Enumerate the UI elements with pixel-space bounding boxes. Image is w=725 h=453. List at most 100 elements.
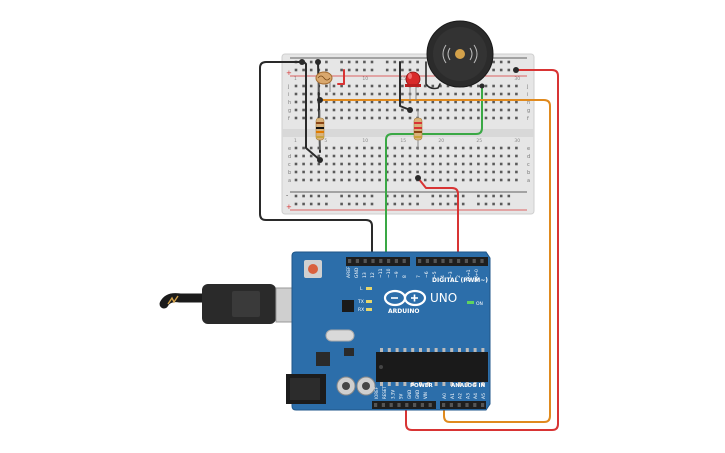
- breadboard-hole: [439, 170, 442, 174]
- breadboard-hole: [431, 84, 435, 88]
- breadboard-hole: [332, 100, 336, 104]
- wire-green-pin13: [385, 85, 483, 263]
- rail-hole: [309, 68, 313, 72]
- header-pin: [428, 403, 432, 407]
- rail-hole: [340, 60, 343, 64]
- breadboard-hole: [484, 146, 488, 150]
- breadboard-hole: [439, 100, 442, 104]
- breadboard-hole: [363, 116, 366, 120]
- rail-hole: [294, 202, 298, 206]
- breadboard-hole: [340, 170, 343, 174]
- breadboard-hole: [492, 100, 495, 104]
- rail-hole: [507, 60, 511, 64]
- breadboard-hole: [370, 84, 374, 88]
- reset-button-cap[interactable]: [308, 264, 318, 274]
- rail-hole: [363, 60, 366, 64]
- row-letter: c: [288, 162, 291, 168]
- breadboard-hole: [302, 108, 305, 112]
- breadboard-hole: [401, 154, 404, 158]
- breadboard-hole: [461, 92, 465, 96]
- rail-hole: [294, 68, 298, 72]
- rail-hole: [484, 194, 488, 198]
- breadboard-hole: [477, 100, 480, 104]
- header-pin: [405, 403, 409, 407]
- rail-hole: [439, 194, 442, 198]
- breadboard-hole: [439, 146, 442, 150]
- rail-hole: [317, 194, 321, 198]
- breadboard-hole: [294, 178, 298, 182]
- chip-pin: [403, 348, 407, 352]
- header-pin: [389, 403, 393, 407]
- breadboard-hole: [484, 100, 488, 104]
- breadboard-hole: [309, 100, 313, 104]
- breadboard-hole: [492, 162, 495, 166]
- analog-pin-label: A1: [450, 393, 456, 399]
- breadboard-hole: [294, 92, 298, 96]
- breadboard-hole: [332, 92, 336, 96]
- breadboard-hole: [492, 170, 495, 174]
- header-pin: [348, 259, 352, 263]
- breadboard-hole: [347, 154, 351, 158]
- txrx-pin-label: TX→1: [466, 269, 472, 283]
- header-pin: [457, 259, 461, 263]
- breadboard-hole: [294, 162, 298, 166]
- power-pin-label: VIN: [423, 392, 428, 399]
- digital-pin-label: 12: [370, 272, 376, 278]
- breadboard-hole: [340, 108, 343, 112]
- breadboard-hole: [378, 146, 381, 150]
- rail-hole: [477, 194, 480, 198]
- breadboard-hole: [340, 84, 343, 88]
- chip-pin: [450, 348, 454, 352]
- resistor-1: [315, 110, 325, 150]
- row-letter: j: [526, 84, 528, 90]
- chip-pin: [411, 348, 415, 352]
- column-number: 15: [400, 138, 406, 144]
- rail-hole: [355, 68, 359, 72]
- chip-pin: [458, 348, 461, 352]
- rail-hole: [302, 202, 305, 206]
- breadboard-hole: [431, 170, 435, 174]
- row-letter: d: [288, 154, 291, 160]
- breadboard-hole: [401, 146, 404, 150]
- rail-hole: [461, 194, 465, 198]
- row-letter: c: [527, 162, 530, 168]
- breadboard-hole: [431, 116, 435, 120]
- breadboard-hole: [484, 108, 488, 112]
- chip-pin: [473, 382, 477, 386]
- breadboard-hole: [309, 116, 313, 120]
- breadboard-hole: [408, 116, 412, 120]
- breadboard-hole: [477, 108, 480, 112]
- breadboard-hole: [302, 84, 305, 88]
- power-pin-label: GND: [415, 390, 420, 399]
- power-header: [372, 401, 436, 409]
- breadboard-hole: [302, 116, 305, 120]
- rail-hole: [302, 68, 305, 72]
- breadboard-hole: [423, 162, 427, 166]
- breadboard-hole: [423, 154, 427, 158]
- led-l: [366, 287, 372, 290]
- header-pin: [363, 259, 367, 263]
- wire-red-jumper: [337, 69, 345, 85]
- chip-pin: [442, 348, 446, 352]
- breadboard-hole: [294, 108, 298, 112]
- breadboard-hole: [499, 92, 503, 96]
- breadboard-hole: [317, 162, 321, 166]
- row-letter: f: [527, 116, 529, 122]
- breadboard-hole: [446, 170, 450, 174]
- breadboard-hole: [347, 178, 351, 182]
- digital-pin-label: 13: [362, 272, 368, 278]
- breadboard-hole: [393, 92, 397, 96]
- rail-hole: [355, 202, 359, 206]
- breadboard-hole: [499, 84, 503, 88]
- breadboard-hole: [469, 100, 473, 104]
- breadboard-hole: [423, 178, 427, 182]
- breadboard-hole: [439, 108, 442, 112]
- breadboard-hole: [378, 116, 381, 120]
- rail-hole: [385, 60, 389, 64]
- breadboard-hole: [477, 178, 480, 182]
- breadboard-hole: [431, 154, 435, 158]
- led-rx: [366, 308, 372, 311]
- rail-hole: [309, 194, 313, 198]
- breadboard-hole: [446, 146, 450, 150]
